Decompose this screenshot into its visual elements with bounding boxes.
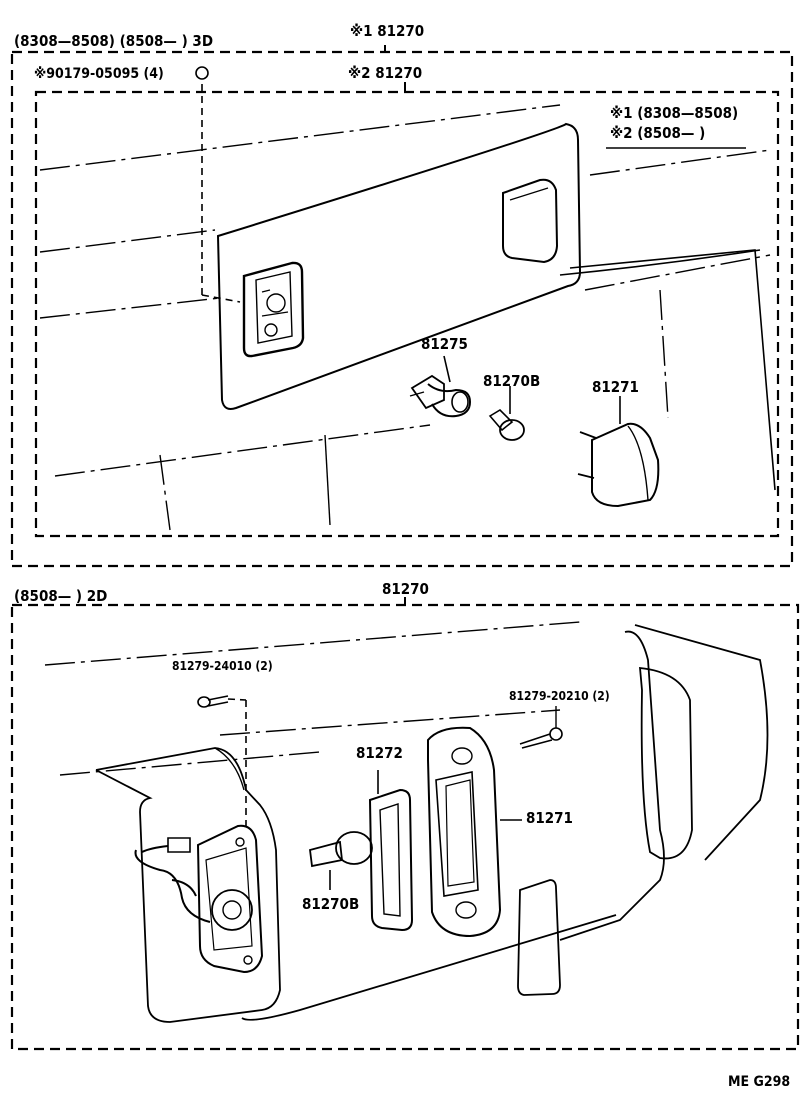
lamp-housing-bottom (198, 826, 262, 972)
lamp-housing-top (244, 263, 303, 356)
legend-line-1: ※1 (8308—8508) (610, 104, 739, 122)
bottom-outer-frame (12, 605, 798, 1049)
upper-lamp-lens (503, 180, 557, 262)
screw-left-label: 81279-24010 (2) (172, 659, 273, 673)
top-sub-header: ※2 81270 (348, 64, 423, 82)
clip-symbol (196, 67, 208, 79)
screw-right-label: 81279-20210 (2) (509, 689, 610, 703)
side-panel (560, 632, 664, 940)
legend-line-2: ※2 (8508— ) (610, 124, 706, 142)
top-header-left: (8308—8508) (8508— ) 3D (14, 32, 214, 50)
wire-harness (136, 838, 211, 922)
part-81271-label-bottom: 81271 (526, 809, 573, 827)
top-header-main: ※1 81270 (350, 22, 425, 40)
lens-81271-top (578, 396, 658, 506)
screw-right (520, 706, 562, 748)
part-81270b-label-top: 81270B (483, 372, 541, 390)
screw-left (198, 696, 246, 830)
top-body-lines (40, 105, 770, 530)
socket-81275 (410, 356, 470, 416)
lens-81271-bottom (428, 728, 522, 936)
gasket-81272 (370, 770, 412, 930)
bottom-header-left: (8508— ) 2D (14, 587, 108, 605)
bulb-top (490, 386, 524, 440)
garnish-panel (218, 124, 580, 409)
clip-label: ※90179-05095 (4) (34, 66, 164, 82)
part-81272-label: 81272 (356, 744, 403, 762)
top-inner-frame (36, 92, 778, 536)
footer-code: ME G298 (728, 1074, 791, 1090)
bulb-bottom (310, 832, 372, 890)
part-81275-label: 81275 (421, 335, 468, 353)
top-outer-frame (12, 52, 792, 566)
reflector (518, 880, 560, 995)
part-81271-label-top: 81271 (592, 378, 639, 396)
tail-housing (96, 748, 280, 1022)
part-81270b-label-bottom: 81270B (302, 895, 360, 913)
bottom-header-main: 81270 (382, 580, 429, 598)
bottom-body-lines (45, 622, 580, 775)
